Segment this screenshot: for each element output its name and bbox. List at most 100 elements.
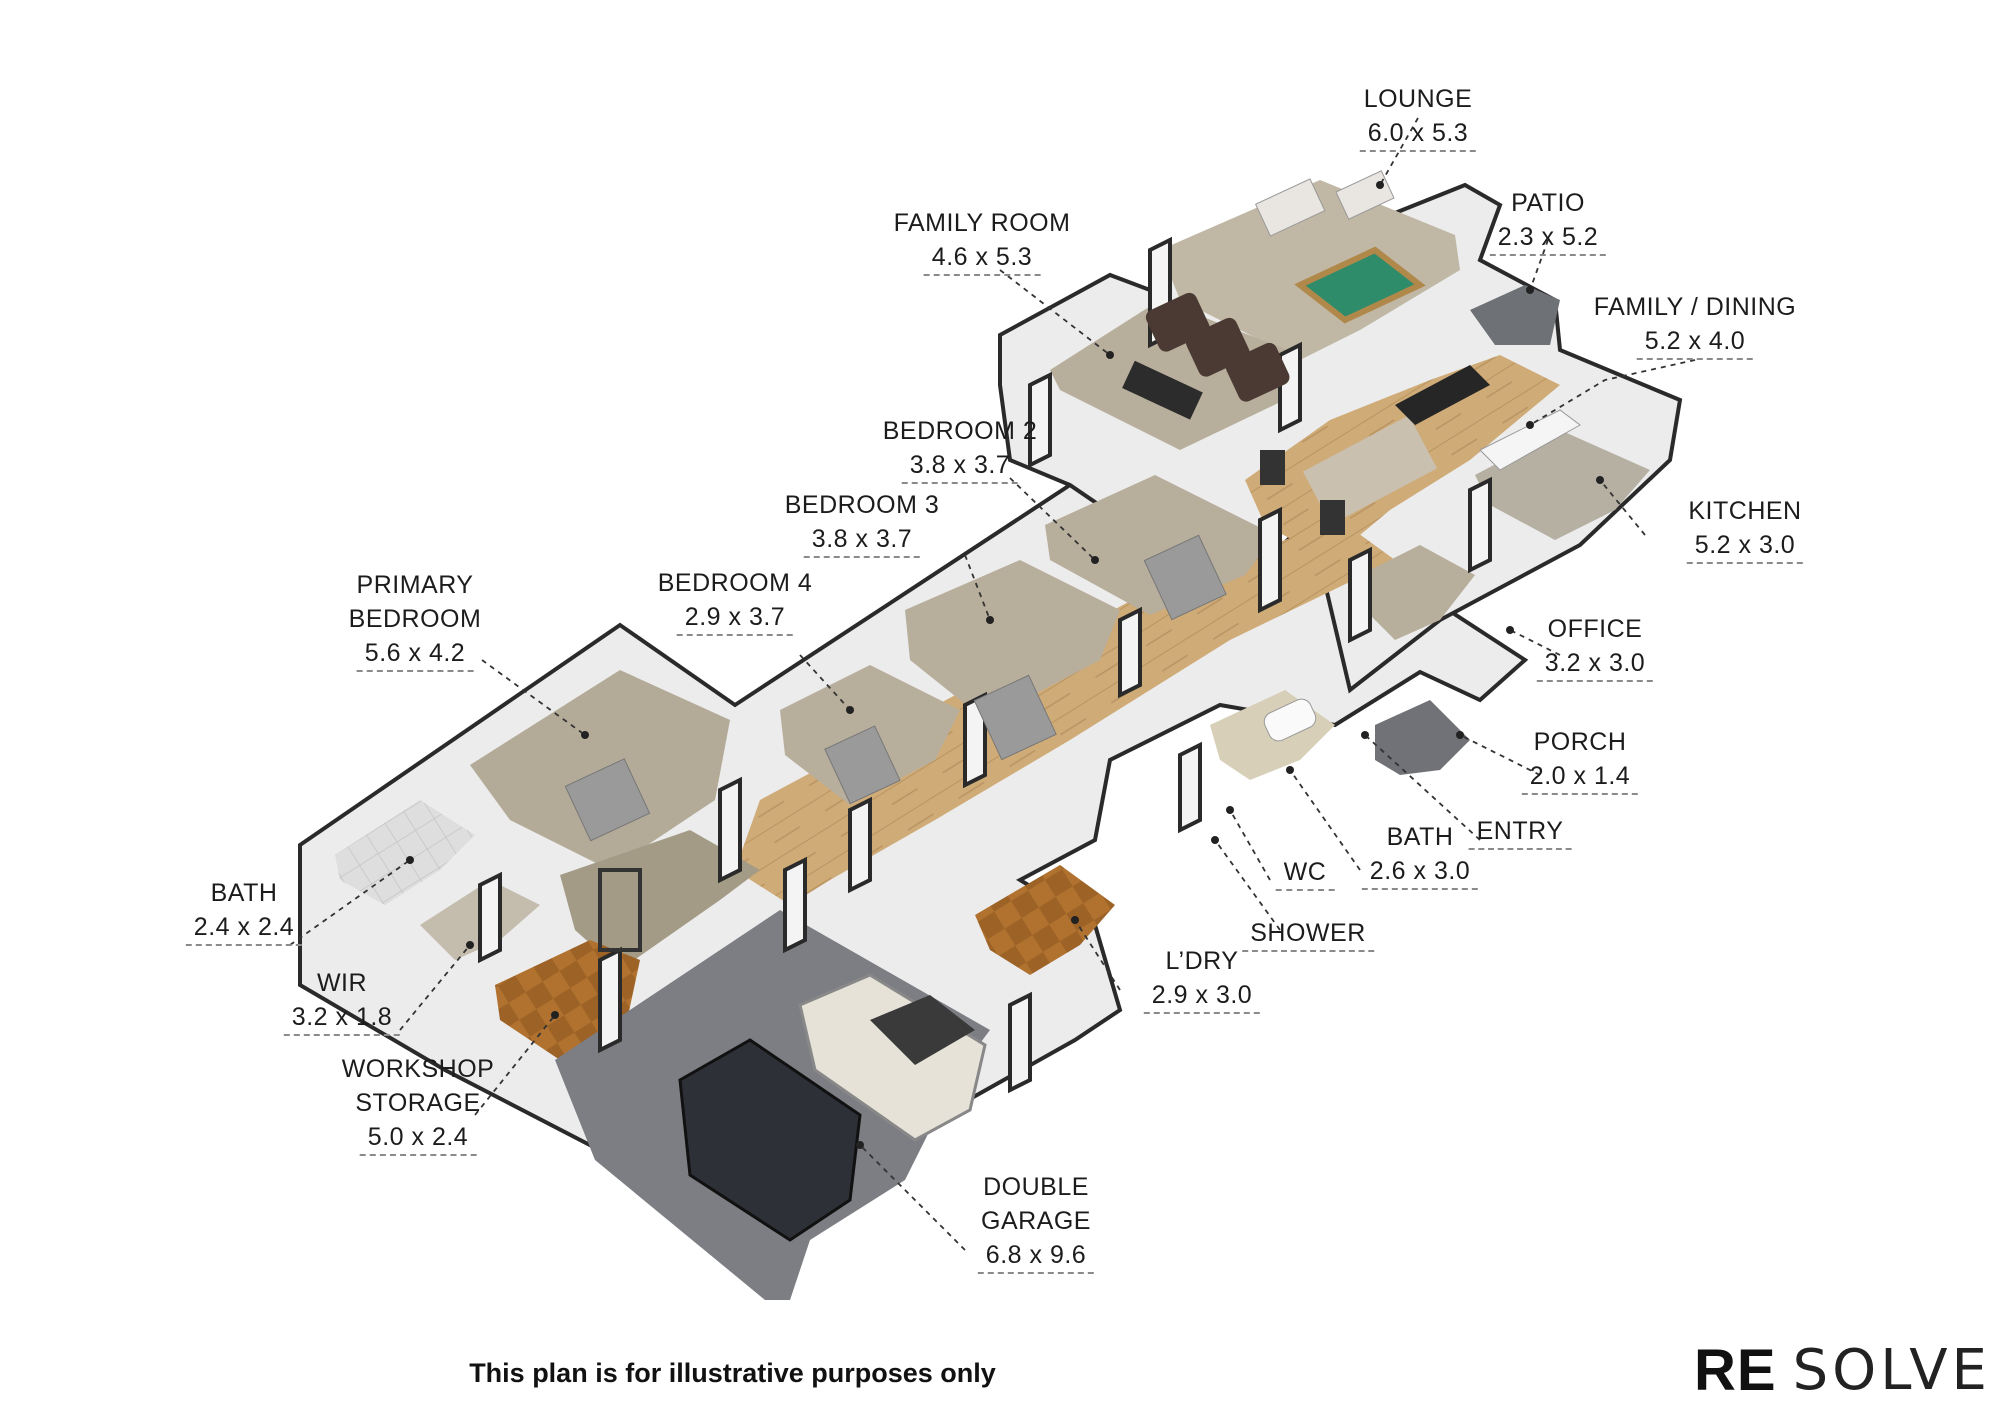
room-name-line-1: PRIMARY bbox=[356, 571, 474, 599]
room-dims: 2.0 x 1.4 bbox=[1521, 759, 1639, 795]
room-label-lounge: LOUNGE 6.0 x 5.3 bbox=[1359, 82, 1477, 152]
room-label-porch: PORCH 2.0 x 1.4 bbox=[1521, 725, 1639, 795]
room-label-bath-main: BATH 2.6 x 3.0 bbox=[1361, 820, 1479, 890]
room-dims: 3.2 x 3.0 bbox=[1536, 646, 1654, 682]
room-label-laundry: L’DRY 2.9 x 3.0 bbox=[1143, 944, 1261, 1014]
internal-walls bbox=[478, 236, 1492, 1094]
leader-laundry bbox=[1074, 919, 1121, 991]
room-name: BEDROOM 2 bbox=[882, 417, 1038, 445]
logo-part-solve: SOLVE bbox=[1792, 1337, 1991, 1403]
bed-icon bbox=[564, 758, 651, 842]
lounge-floor bbox=[1160, 180, 1460, 360]
car-icon bbox=[798, 973, 987, 1142]
room-label-entry: ENTRY bbox=[1468, 814, 1572, 850]
porch-floor bbox=[1375, 700, 1470, 775]
coffee-table-icon bbox=[1122, 360, 1203, 420]
room-dims: 2.3 x 5.2 bbox=[1489, 220, 1607, 256]
car-roof-icon bbox=[870, 995, 975, 1065]
wall bbox=[1008, 991, 1032, 1094]
bathtub-icon bbox=[1263, 698, 1317, 742]
leader-patio bbox=[1529, 239, 1549, 291]
wall bbox=[1118, 606, 1142, 699]
leader-primary-bedroom bbox=[481, 659, 586, 736]
room-label-family-room: FAMILY ROOM 4.6 x 5.3 bbox=[894, 206, 1071, 276]
room-name: OFFICE bbox=[1547, 615, 1643, 643]
logo-part-re: RE bbox=[1694, 1337, 1777, 1403]
room-name: ENTRY bbox=[1468, 814, 1572, 850]
bed-icon bbox=[1143, 534, 1227, 621]
leader-family-dining bbox=[1529, 359, 1696, 426]
room-dims: 5.0 x 2.4 bbox=[359, 1120, 477, 1156]
room-name-line-1: DOUBLE bbox=[983, 1173, 1089, 1201]
room-dims: 2.9 x 3.0 bbox=[1143, 978, 1261, 1014]
chair-icon bbox=[1260, 450, 1285, 485]
wall bbox=[783, 856, 807, 954]
room-name-line-2: STORAGE bbox=[355, 1089, 481, 1117]
wall bbox=[1278, 341, 1302, 434]
room-dims: 6.0 x 5.3 bbox=[1359, 116, 1477, 152]
leader-family-room bbox=[999, 269, 1111, 356]
room-label-workshop: WORKSHOP STORAGE 5.0 x 2.4 bbox=[342, 1052, 495, 1156]
room-name-line-2: BEDROOM bbox=[348, 605, 482, 633]
room-label-family-dining: FAMILY / DINING 5.2 x 4.0 bbox=[1594, 290, 1796, 360]
room-label-office: OFFICE 3.2 x 3.0 bbox=[1536, 612, 1654, 682]
leader-wir bbox=[399, 944, 471, 1031]
car-icon bbox=[678, 1038, 862, 1242]
room-name: BEDROOM 4 bbox=[657, 569, 813, 597]
room-label-bedroom-2: BEDROOM 2 3.8 x 3.7 bbox=[883, 414, 1038, 484]
room-label-garage: DOUBLE GARAGE 6.8 x 9.6 bbox=[977, 1170, 1095, 1274]
room-name: PORCH bbox=[1533, 728, 1627, 756]
leader-lines bbox=[289, 117, 1696, 1251]
armchairs bbox=[1145, 292, 1290, 402]
room-name: KITCHEN bbox=[1688, 497, 1802, 525]
leader-garage bbox=[859, 1144, 966, 1251]
room-label-wc: WC bbox=[1275, 855, 1335, 891]
wall bbox=[1258, 506, 1282, 614]
leader-porch bbox=[1459, 734, 1541, 776]
room-dims: 3.8 x 3.7 bbox=[803, 522, 921, 558]
wall bbox=[1028, 371, 1052, 469]
room-dims: 6.8 x 9.6 bbox=[977, 1238, 1095, 1274]
room-label-patio: PATIO 2.3 x 5.2 bbox=[1489, 186, 1607, 256]
leader-bath-main bbox=[1289, 769, 1361, 871]
room-name: FAMILY ROOM bbox=[893, 209, 1071, 237]
room-dims: 4.6 x 5.3 bbox=[923, 240, 1041, 276]
room-label-wir: WIR 3.2 x 1.8 bbox=[283, 966, 401, 1036]
room-label-ensuite-bath: BATH 2.4 x 2.4 bbox=[185, 876, 303, 946]
wall bbox=[718, 776, 742, 884]
room-name-line-2: GARAGE bbox=[981, 1207, 1091, 1235]
room-name: BEDROOM 3 bbox=[784, 491, 940, 519]
leader-bedroom-3 bbox=[964, 554, 991, 621]
room-label-kitchen: KITCHEN 5.2 x 3.0 bbox=[1686, 494, 1804, 564]
room-dims: 2.4 x 2.4 bbox=[185, 910, 303, 946]
room-name: L’DRY bbox=[1165, 947, 1239, 975]
room-name-line-1: WORKSHOP bbox=[341, 1055, 495, 1083]
room-label-bedroom-3: BEDROOM 3 3.8 x 3.7 bbox=[785, 488, 940, 558]
patio-floor bbox=[1470, 285, 1560, 345]
room-label-shower: SHOWER bbox=[1242, 916, 1374, 952]
bed-icon bbox=[824, 725, 901, 805]
laundry-floor bbox=[975, 865, 1115, 975]
room-label-primary-bedroom: PRIMARY BEDROOM 5.6 x 4.2 bbox=[349, 568, 482, 672]
room-name: LOUNGE bbox=[1363, 85, 1473, 113]
wall bbox=[1178, 741, 1202, 834]
wall bbox=[478, 871, 502, 964]
room-label-bedroom-4: BEDROOM 4 2.9 x 3.7 bbox=[658, 566, 813, 636]
room-dims: 3.2 x 1.8 bbox=[283, 1000, 401, 1036]
room-dims: 5.2 x 3.0 bbox=[1686, 528, 1804, 564]
room-name: FAMILY / DINING bbox=[1593, 293, 1797, 321]
leader-wc bbox=[1229, 809, 1271, 881]
room-name: PATIO bbox=[1511, 189, 1585, 217]
room-dims: 2.6 x 3.0 bbox=[1361, 854, 1479, 890]
wall bbox=[1348, 546, 1372, 644]
ensuite-bath-floor bbox=[335, 800, 475, 905]
leader-kitchen bbox=[1599, 479, 1646, 536]
room-dims: 3.8 x 3.7 bbox=[901, 448, 1019, 484]
furniture bbox=[564, 170, 1581, 1242]
leader-bedroom-4 bbox=[799, 654, 851, 711]
room-name: SHOWER bbox=[1242, 916, 1374, 952]
leader-ensuite-bath bbox=[289, 859, 411, 946]
room-dims: 2.9 x 3.7 bbox=[676, 600, 794, 636]
rug bbox=[1302, 415, 1438, 525]
wall bbox=[1468, 476, 1492, 574]
